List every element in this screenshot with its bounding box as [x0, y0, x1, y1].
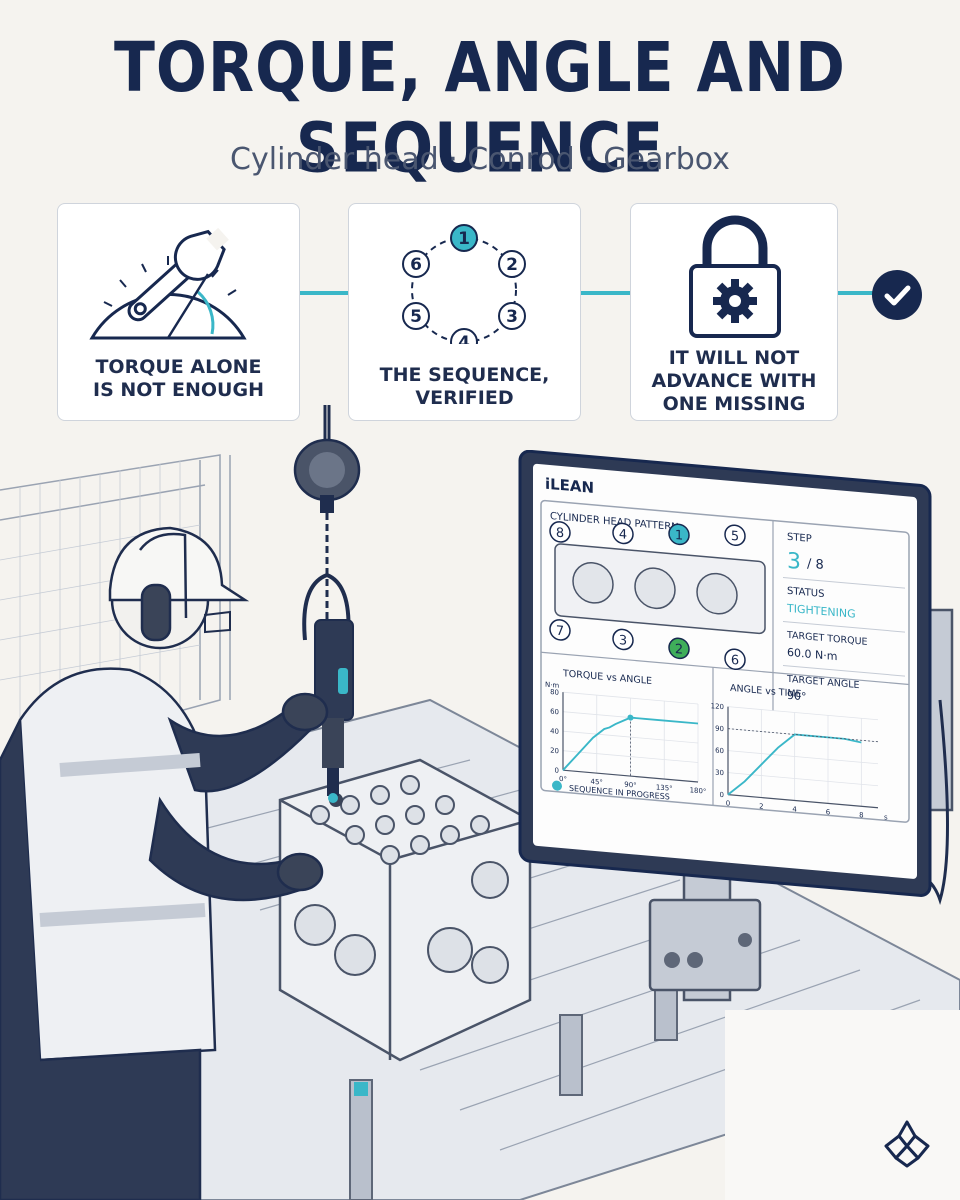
monitor: iLEAN CYLINDER HEAD PATTERN 8 4 1 5 7 3 … [518, 450, 932, 897]
connector-3 [838, 291, 874, 295]
monitor-brand: iLEAN [545, 475, 594, 497]
chart0-ytick: 40 [550, 726, 559, 736]
card-sequence-line2: VERIFIED [415, 387, 514, 409]
chart1-ytick: 30 [715, 768, 724, 778]
step-total: / 8 [807, 557, 824, 573]
assembly-scene-illustration [0, 405, 960, 1200]
chart0-ytick: 60 [550, 707, 559, 717]
seq-3: 3 [506, 307, 518, 327]
chart1-ytick: 0 [720, 790, 724, 799]
status-label: STATUS [787, 586, 824, 600]
page-subtitle: Cylinder head · Conrod · Gearbox [230, 142, 730, 177]
bolt-1: 1 [675, 528, 683, 544]
bolt-5: 5 [731, 529, 739, 545]
bolt-2: 2 [675, 642, 683, 658]
chart0-x-axis [563, 769, 698, 783]
bolt-3: 3 [619, 633, 627, 649]
bolt-7: 7 [556, 624, 564, 640]
card-torque-line2: IS NOT ENOUGH [93, 379, 264, 401]
page-title: TORQUE, ANGLE AND SEQUENCE [114, 27, 846, 189]
checkmark-icon [872, 270, 922, 320]
bolt-8: 8 [556, 526, 564, 542]
chart1-ylabel: N·m [545, 680, 559, 690]
connector-1 [300, 291, 348, 295]
chart0-ytick: 20 [550, 746, 559, 756]
card-sequence: 1 2 3 4 5 6 THE SEQUENCE, VERIFIED [348, 203, 581, 421]
chart0-ytick: 0 [555, 765, 559, 774]
chart1-gridline [728, 706, 878, 721]
chart1-ytick: 60 [715, 746, 724, 756]
chart1-gridline [728, 750, 878, 765]
chart0-ytick: 80 [550, 687, 559, 697]
chart1-ytick: 90 [715, 724, 724, 734]
wrench-protractor-icon [89, 227, 247, 340]
step-value: 3 [787, 549, 801, 575]
status-value: TIGHTENING [786, 602, 856, 621]
chart1-x-axis [728, 794, 878, 809]
chart1-series-line [727, 733, 862, 796]
chart1-xtick: 0 [726, 798, 730, 807]
brand-logo-icon [884, 1120, 930, 1168]
chart1-xlabel: s [884, 812, 888, 821]
card-lock: IT WILL NOT ADVANCE WITH ONE MISSING [630, 203, 838, 421]
card-sequence-line1: THE SEQUENCE, [379, 364, 550, 386]
chart1-xtick: 8 [859, 810, 863, 819]
seq-1: 1 [458, 229, 470, 249]
chart1-xtick: 2 [759, 801, 763, 810]
torque-value: 60.0 N·m [787, 646, 837, 663]
connector-2 [581, 291, 630, 295]
chart0-xtick: 90° [624, 780, 636, 790]
card-lock-line3: ONE MISSING [662, 393, 806, 415]
seq-6: 6 [410, 255, 422, 275]
angle-value: 90° [787, 689, 806, 704]
chart1-gridline [728, 772, 878, 787]
chart0-xtick: 45° [591, 777, 603, 787]
step-label: STEP [787, 532, 812, 545]
seq-4: 4 [458, 333, 470, 344]
padlock-gear-icon [689, 215, 781, 338]
chart1-ytick: 120 [711, 701, 724, 711]
card-lock-line2: ADVANCE WITH [651, 370, 817, 392]
card-lock-line1: IT WILL NOT [668, 347, 800, 369]
chart1-xtick: 4 [792, 804, 797, 813]
chart0-gridline [563, 691, 698, 705]
card-torque-line1: TORQUE ALONE [95, 356, 262, 378]
chart1-xtick: 6 [826, 807, 831, 816]
chart0-xtick: 135° [656, 782, 673, 792]
seq-5: 5 [410, 307, 422, 327]
bolt-6: 6 [731, 653, 739, 669]
chart0-xtick: 0° [559, 774, 567, 784]
chart0-series-line [562, 716, 698, 771]
chart0-xtick: 180° [690, 785, 707, 795]
chart0-marker-point [627, 714, 634, 721]
bolt-4: 4 [619, 527, 627, 543]
bolt-sequence-icon: 1 2 3 4 5 6 [402, 224, 526, 344]
seq-2: 2 [506, 255, 518, 275]
card-torque: TORQUE ALONE IS NOT ENOUGH [57, 203, 300, 421]
chart1-target-line [728, 728, 878, 743]
